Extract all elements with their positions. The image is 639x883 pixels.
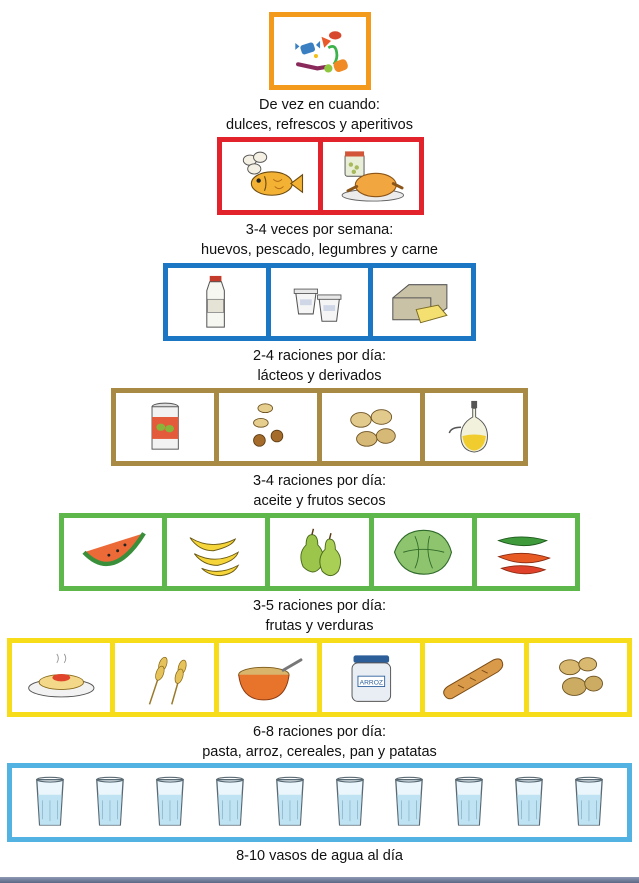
tier-oils-nuts xyxy=(111,388,528,466)
caption-frequency: 8-10 vasos de agua al día xyxy=(236,848,403,864)
tier-water xyxy=(7,763,632,842)
cell-wheat xyxy=(115,643,219,712)
cheese-icon xyxy=(392,283,448,324)
cell-yogurt xyxy=(270,268,374,336)
caption-frequency: 6-8 raciones por día: xyxy=(253,724,386,740)
cell-milk xyxy=(168,268,271,336)
water-glass-icon xyxy=(575,776,604,826)
caption-carbohydrates: 6-8 raciones por día: pasta, arroz, cere… xyxy=(0,722,639,762)
cell-water-glass xyxy=(259,768,320,837)
cell-bread xyxy=(425,643,529,712)
caption-frequency: De vez en cuando: xyxy=(259,97,380,113)
wheat-icon xyxy=(148,656,187,705)
cell-eggs-fish xyxy=(222,142,323,210)
cell-walnuts xyxy=(322,393,425,461)
cell-cheese xyxy=(373,268,472,336)
tier-dairy xyxy=(163,263,476,341)
cell-bananas xyxy=(167,518,271,586)
caption-foods: lácteos y derivados xyxy=(257,368,382,384)
tier-protein xyxy=(217,137,424,215)
nuts-icon xyxy=(252,403,284,447)
svg-text:ARROZ: ARROZ xyxy=(359,679,382,686)
cell-water-glass xyxy=(499,768,560,837)
cell-water-glass xyxy=(559,768,620,837)
cell-watermelon xyxy=(64,518,168,586)
caption-foods: dulces, refrescos y aperitivos xyxy=(226,117,413,133)
sweets-icon xyxy=(295,31,348,74)
tier-carbohydrates: ARROZ xyxy=(7,638,632,717)
caption-frequency: 3-5 raciones por día: xyxy=(253,598,386,614)
tier-occasional xyxy=(269,12,371,90)
cell-water-glass xyxy=(199,768,260,837)
cell-nuts xyxy=(219,393,322,461)
caption-foods: aceite y frutos secos xyxy=(253,493,386,509)
peppers-icon xyxy=(496,536,551,574)
cell-water-glass xyxy=(439,768,500,837)
rice-jar-icon: ARROZ xyxy=(351,655,391,702)
water-glass-icon xyxy=(95,776,124,826)
lettuce-icon xyxy=(394,529,453,575)
caption-frequency: 2-4 raciones por día: xyxy=(253,348,386,364)
walnuts-icon xyxy=(350,409,396,447)
caption-foods: pasta, arroz, cereales, pan y patatas xyxy=(202,744,437,760)
cell-cereal xyxy=(218,643,322,712)
caption-frequency: 3-4 veces por semana: xyxy=(245,222,394,238)
cell-oil xyxy=(425,393,523,461)
yogurt-icon xyxy=(294,288,342,322)
eggs-fish-icon xyxy=(242,151,303,196)
cereal-bowl-icon xyxy=(237,658,302,701)
cell-rice: ARROZ xyxy=(321,643,426,712)
water-glass-icon xyxy=(335,776,364,826)
cell-sweets xyxy=(274,17,366,85)
pears-icon xyxy=(300,528,342,576)
caption-fruits-vegetables: 3-5 raciones por día: frutas y verduras xyxy=(0,596,639,636)
cell-potatoes xyxy=(528,643,627,712)
water-glass-icon xyxy=(155,776,184,826)
tier-fruits-vegetables xyxy=(59,513,580,591)
cell-pears xyxy=(270,518,374,586)
caption-foods: frutas y verduras xyxy=(265,618,374,634)
olives-can-icon xyxy=(151,402,179,450)
water-glass-icon xyxy=(515,776,544,826)
water-glass-icon xyxy=(275,776,304,826)
bananas-icon xyxy=(189,536,240,576)
cell-water-glass xyxy=(139,768,200,837)
cell-water-glass xyxy=(79,768,140,837)
cell-water-glass xyxy=(20,768,80,837)
bottom-border xyxy=(0,877,639,883)
milk-bottle-icon xyxy=(206,275,225,328)
water-glass-icon xyxy=(395,776,424,826)
caption-water: 8-10 vasos de agua al día xyxy=(0,846,639,866)
caption-oils-nuts: 3-4 raciones por día: aceite y frutos se… xyxy=(0,471,639,511)
water-glass-icon xyxy=(215,776,244,826)
cell-chicken-legumes xyxy=(323,142,419,210)
caption-dairy: 2-4 raciones por día: lácteos y derivado… xyxy=(0,346,639,386)
bread-icon xyxy=(443,658,504,700)
potatoes-icon xyxy=(559,657,604,696)
caption-foods: huevos, pescado, legumbres y carne xyxy=(201,242,438,258)
cell-pasta xyxy=(12,643,116,712)
cell-peppers xyxy=(476,518,576,586)
water-glass-icon xyxy=(455,776,484,826)
cell-water-glass xyxy=(379,768,440,837)
oil-cruet-icon xyxy=(448,400,488,453)
pasta-plate-icon xyxy=(28,653,95,698)
chicken-legumes-icon xyxy=(341,151,404,202)
caption-protein: 3-4 veces por semana: huevos, pescado, l… xyxy=(0,220,639,260)
cell-lettuce xyxy=(373,518,477,586)
caption-frequency: 3-4 raciones por día: xyxy=(253,473,386,489)
cell-olives xyxy=(116,393,219,461)
watermelon-icon xyxy=(82,531,146,566)
caption-occasional: De vez en cuando: dulces, refrescos y ap… xyxy=(0,95,639,135)
cell-water-glass xyxy=(319,768,380,837)
water-glass-icon xyxy=(36,776,64,826)
